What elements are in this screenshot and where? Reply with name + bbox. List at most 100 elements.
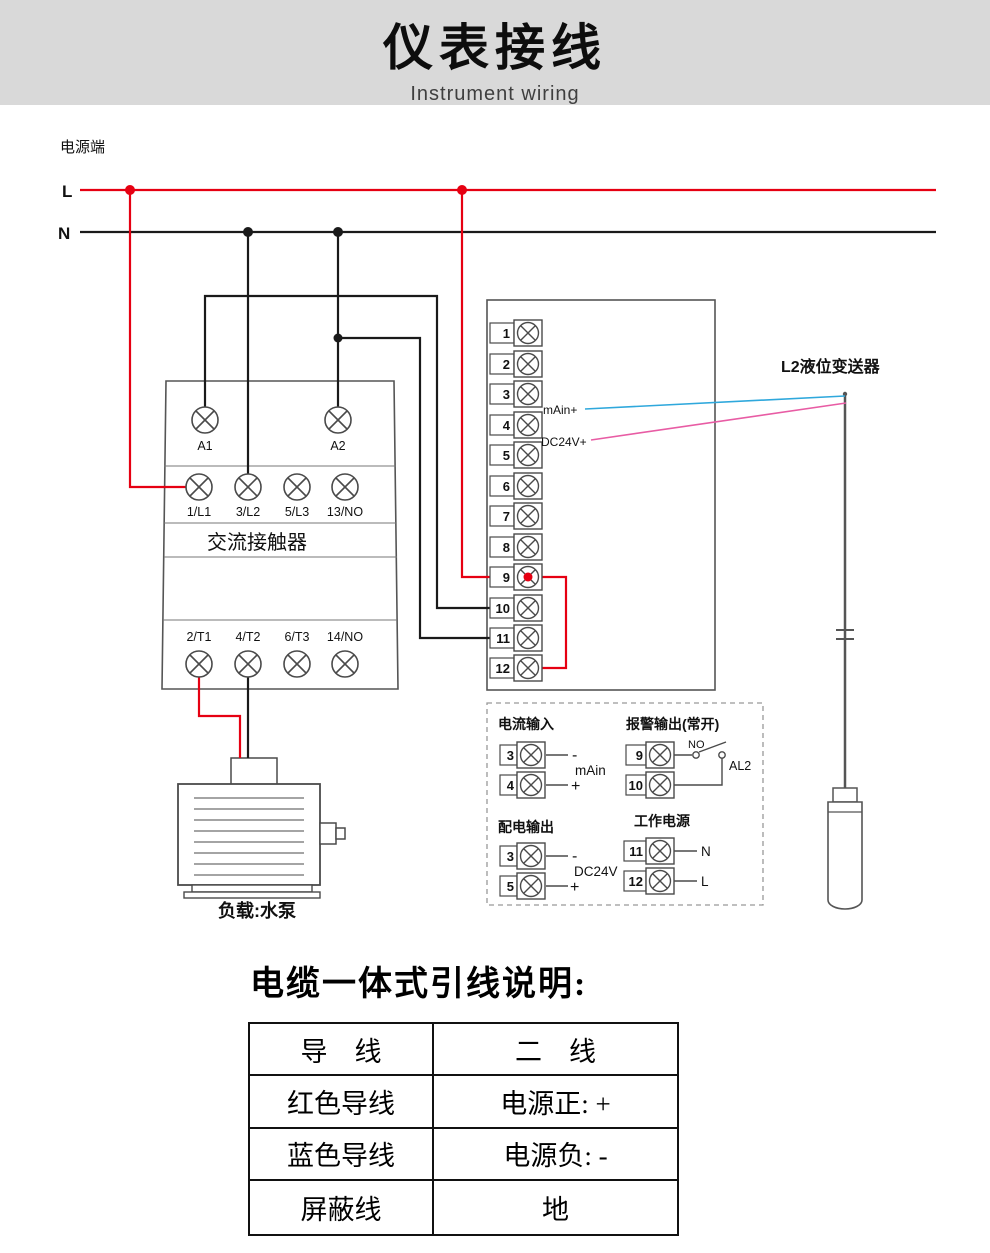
terminal-screw-icon	[185, 473, 213, 501]
motor	[177, 757, 346, 899]
motor-ribs	[194, 797, 304, 876]
polarity-sign: -	[572, 747, 577, 764]
terminal-detail-panel	[486, 702, 764, 906]
terminal-screw-icon	[513, 533, 543, 561]
line-label: N	[701, 844, 711, 859]
terminal-screw-icon	[645, 837, 675, 865]
contactor-body	[161, 380, 399, 690]
junction-dot	[457, 185, 467, 195]
terminal-row: 5	[489, 441, 543, 469]
junction-dot	[243, 227, 253, 237]
coil-terminal-label: A1	[197, 439, 212, 453]
terminal-screw-icon	[645, 771, 675, 799]
cable-top	[842, 391, 848, 397]
table-cell: 电源正: +	[434, 1076, 677, 1129]
contactor-terminal-label: 14/NO	[327, 630, 363, 644]
terminal-screw-icon	[234, 650, 262, 678]
contactor-terminal-label: 2/T1	[186, 630, 211, 644]
wire-l-to-1l1	[128, 190, 186, 489]
terminal-screw-icon	[513, 624, 543, 652]
terminal-number: 3	[503, 387, 510, 402]
terminal-number: 12	[496, 661, 510, 676]
table-cell: 红色导线	[250, 1076, 434, 1129]
terminal-row: 8	[489, 533, 543, 561]
header: 仪表接线 Instrument wiring	[0, 0, 990, 105]
motor-base	[191, 884, 313, 893]
terminal-screw-icon	[645, 741, 675, 769]
terminal-screw-icon	[516, 741, 546, 769]
cable-note-table: 导 线 二 线 红色导线 电源正: + 蓝色导线 电源负: - 屏蔽线 地	[248, 1022, 679, 1236]
terminal-screw-icon	[185, 650, 213, 678]
terminal-number: 1	[503, 326, 510, 341]
probe-gland	[832, 787, 858, 803]
junction-dot	[523, 572, 533, 582]
terminal-screw-icon	[516, 872, 546, 900]
no-contact-label: NO	[688, 739, 705, 751]
junction-dot	[125, 185, 135, 195]
panel-title: 报警输出(常开)	[626, 716, 719, 732]
terminal-screw-icon	[283, 650, 311, 678]
level-transmitter	[827, 391, 863, 910]
terminal-screw-icon	[331, 650, 359, 678]
terminal-screw-icon	[513, 411, 543, 439]
cable-note-title: 电缆一体式引线说明:	[250, 966, 588, 1003]
wire-a1-to-terminal10	[203, 294, 514, 610]
terminal-number: 9	[503, 570, 510, 585]
panel-title: 电流输入	[498, 716, 554, 732]
panel-title: 工作电源	[634, 813, 690, 829]
panel-terminal-number: 5	[507, 879, 514, 894]
contactor-terminal-label: 6/T3	[284, 630, 309, 644]
load-label: 负载:水泵	[218, 900, 296, 921]
table-cell: 蓝色导线	[250, 1128, 434, 1182]
contactor-terminal-label: 5/L3	[285, 505, 309, 519]
terminal-number: 5	[503, 448, 510, 463]
panel-terminal-number: 12	[629, 874, 643, 889]
wire-2t1-to-motor	[197, 677, 242, 758]
terminal-row: 2	[489, 350, 543, 378]
terminal-screw-icon	[191, 406, 219, 434]
line-label: L	[701, 874, 709, 889]
wire-main-to-transmitter	[584, 395, 846, 410]
terminal-number: 2	[503, 357, 510, 372]
power-rails	[80, 188, 936, 234]
terminal-screw-icon	[513, 594, 543, 622]
table-cell: 屏蔽线	[250, 1181, 434, 1234]
terminal-row: 7	[489, 502, 543, 530]
wire-dc24v-to-transmitter	[590, 402, 847, 441]
table-cell: 地	[542, 1194, 569, 1225]
n-rail-label: N	[58, 224, 70, 243]
panel-terminal-number: 9	[636, 748, 643, 763]
polarity-sign: +	[570, 879, 579, 896]
panel-terminal-number: 3	[507, 748, 514, 763]
terminal-number: 10	[496, 601, 510, 616]
wire-n-to-terminal11	[338, 336, 514, 640]
motor-body	[177, 783, 321, 886]
probe-body	[827, 801, 863, 910]
terminal-row: 9	[489, 563, 543, 591]
table-cell: 电源负: -	[434, 1129, 677, 1182]
wire-terminal9-to-terminal12	[542, 575, 568, 670]
terminal-screw-icon	[513, 441, 543, 469]
dc24v-plus-label: DC24V+	[541, 435, 587, 449]
terminal-screw-icon	[645, 867, 675, 895]
contactor-name: 交流接触器	[207, 531, 307, 554]
polarity-sign: +	[571, 778, 580, 795]
terminal-row: 11	[489, 624, 543, 652]
terminal-rows: 1 2 3 4 5	[489, 319, 543, 682]
terminal-number: 6	[503, 479, 510, 494]
l-rail-label: L	[62, 182, 72, 201]
contactor-terminal-label: 1/L1	[187, 505, 211, 519]
panel-terminal-number: 10	[629, 778, 643, 793]
panel-title: 配电输出	[498, 819, 554, 835]
terminal-screw-icon	[234, 473, 262, 501]
terminal-screw-icon	[516, 771, 546, 799]
page-subtitle: Instrument wiring	[410, 83, 580, 105]
contactor-terminal-label: 4/T2	[235, 630, 260, 644]
no-contact-icon	[692, 751, 700, 759]
panel-terminal-number: 11	[629, 844, 643, 859]
contactor-outline	[161, 380, 399, 690]
terminal-screw-icon	[513, 350, 543, 378]
table-cell: 导 线	[250, 1024, 434, 1077]
table-cell: 二 线	[434, 1024, 677, 1077]
